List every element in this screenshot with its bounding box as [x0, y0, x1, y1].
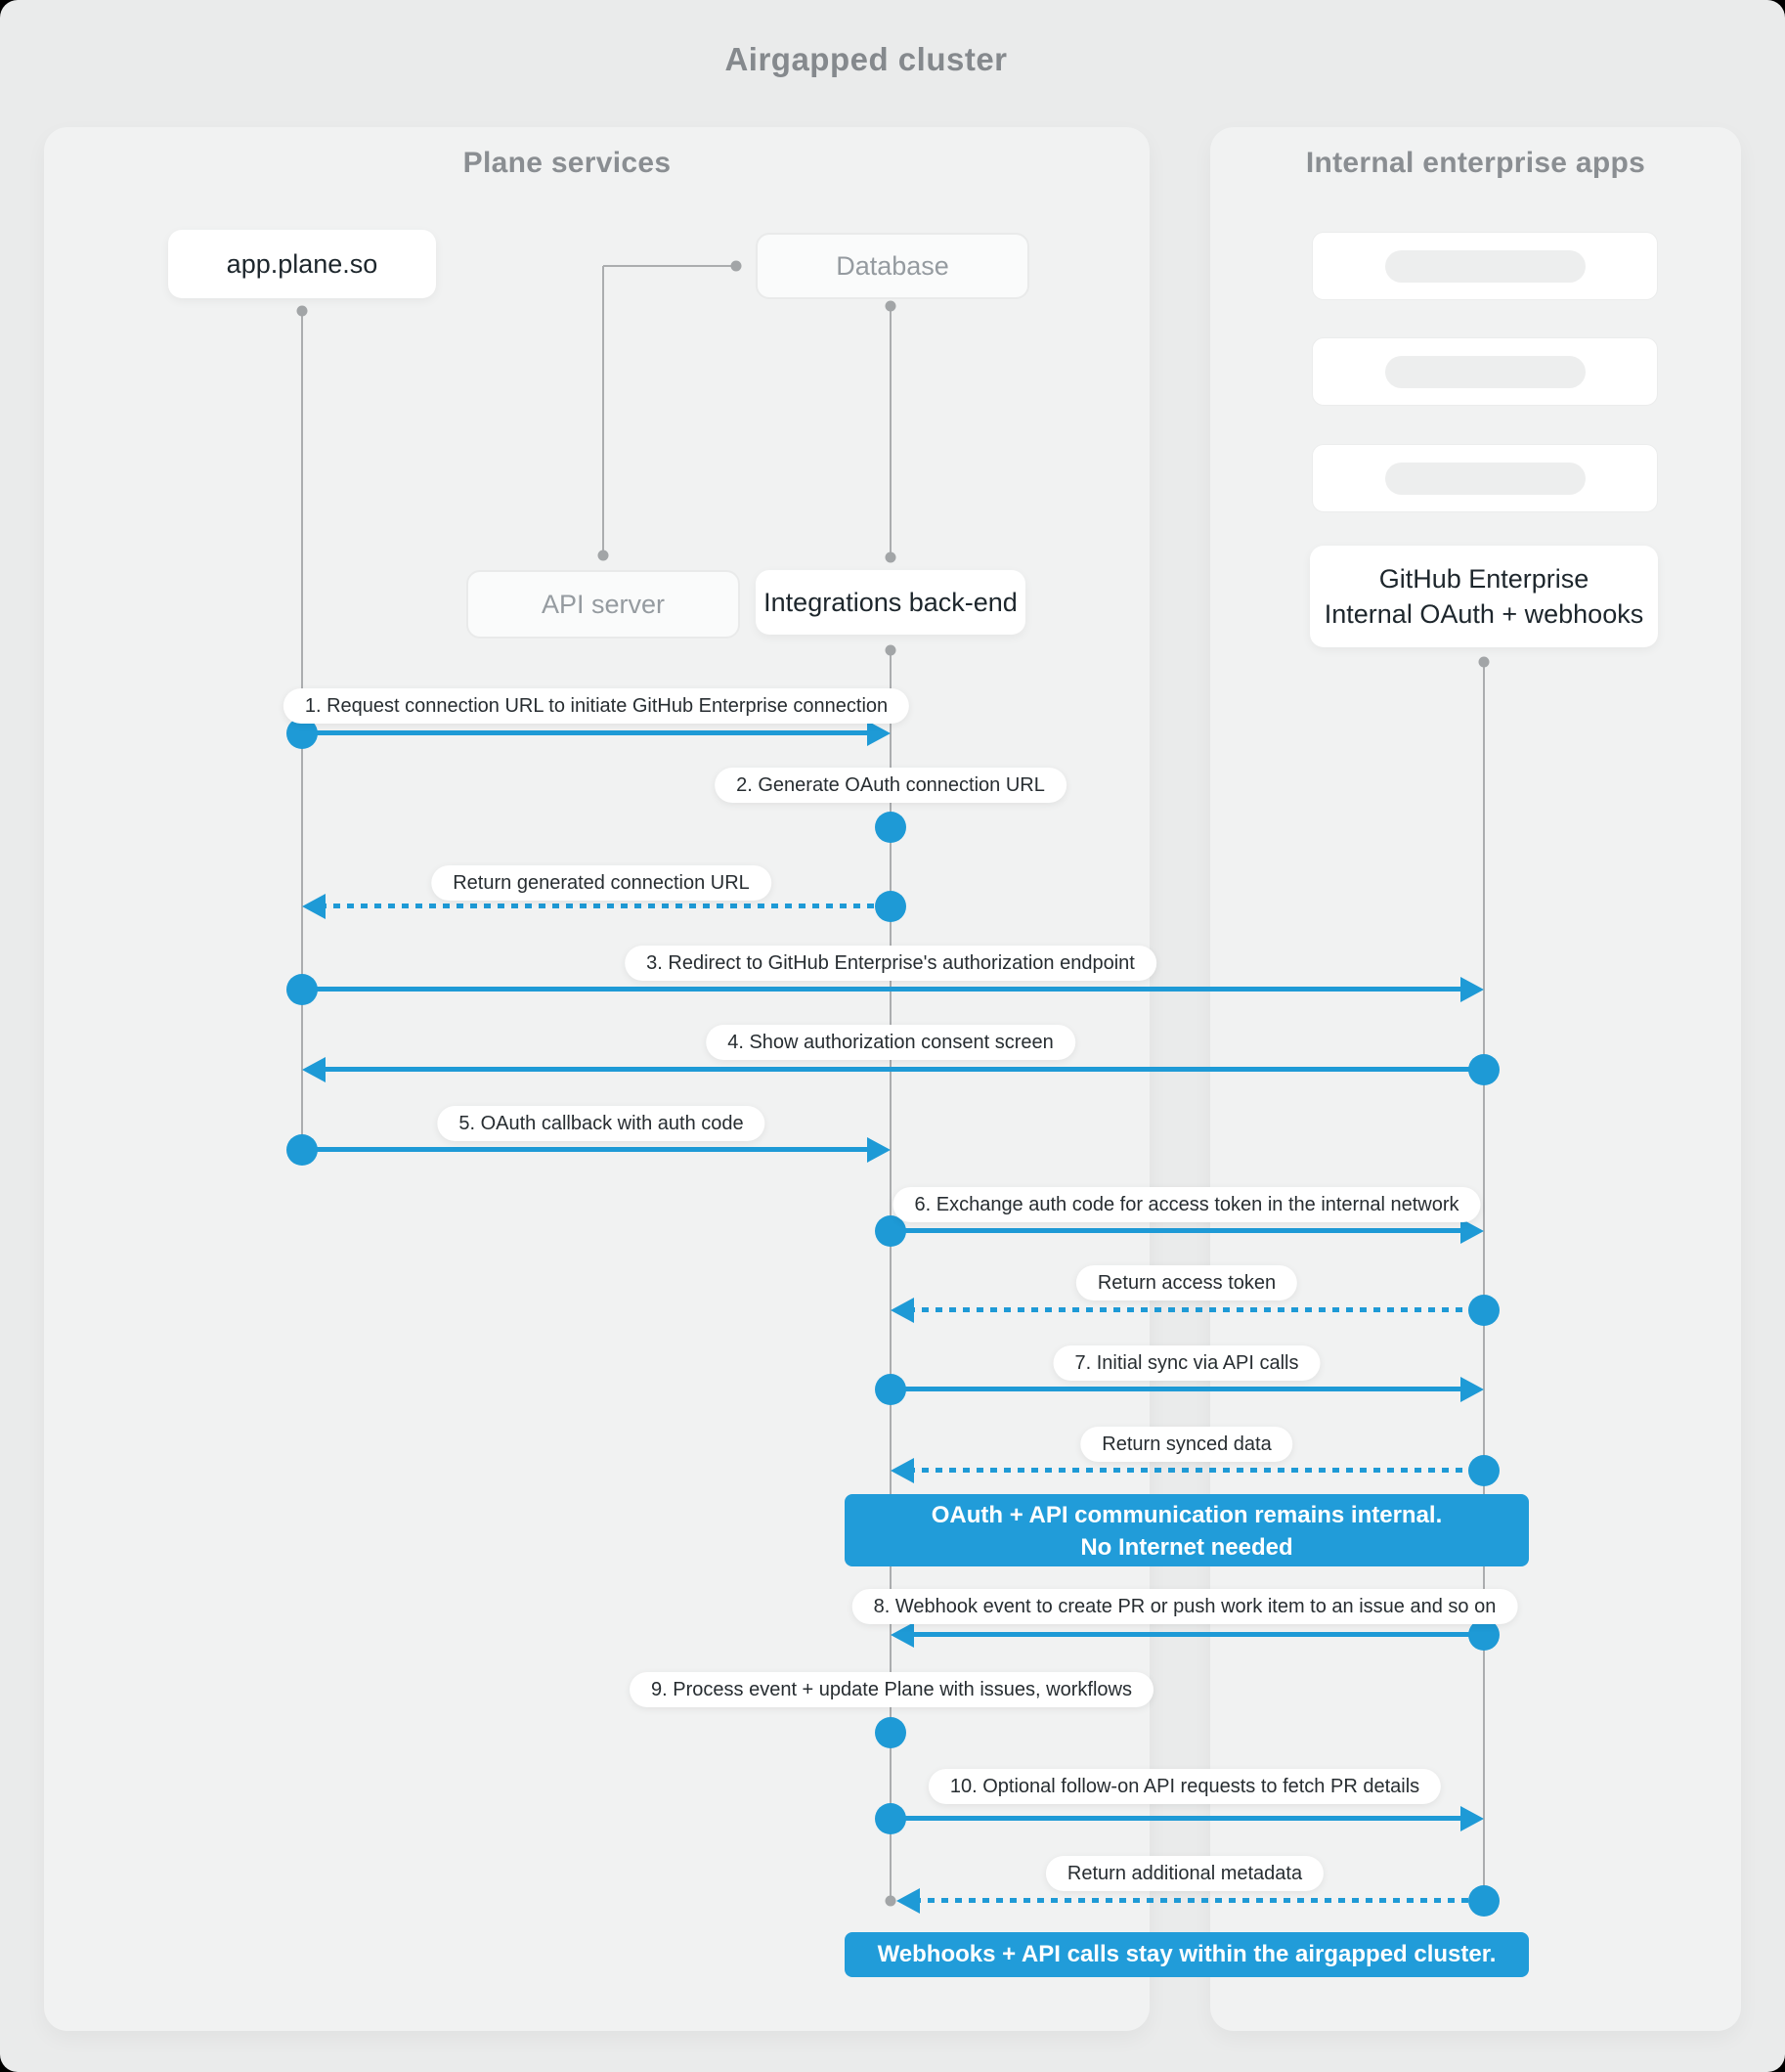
message-label-pill: Return generated connection URL	[431, 865, 771, 901]
message-label-pill: Return additional metadata	[1045, 1856, 1325, 1891]
placeholder-app-card	[1312, 337, 1658, 406]
message-arrow	[891, 1377, 1484, 1402]
plane-services-panel	[44, 127, 1150, 2031]
message-label-pill: 5. OAuth callback with auth code	[437, 1106, 765, 1141]
arrow-shaft	[891, 1387, 1466, 1391]
placeholder-text-bar	[1384, 355, 1586, 388]
message-arrow	[896, 1888, 1484, 1914]
message-label-pill: 10. Optional follow-on API requests to f…	[928, 1769, 1442, 1804]
event-dot	[875, 812, 906, 843]
arrow-shaft	[320, 1067, 1484, 1072]
event-dot	[875, 1717, 906, 1748]
page-title: Airgapped cluster	[724, 41, 1008, 77]
message-label-pill: 7. Initial sync via API calls	[1053, 1345, 1321, 1381]
arrow-shaft	[908, 1632, 1484, 1637]
arrowhead-left-icon	[896, 1888, 920, 1914]
event-dot	[1468, 1295, 1500, 1326]
lifeline-integrations	[890, 649, 892, 1901]
event-dot	[1468, 1619, 1500, 1651]
banner-line1: OAuth + API communication remains intern…	[931, 1502, 1443, 1528]
event-dot	[875, 891, 906, 922]
lifeline-github	[1483, 661, 1485, 1901]
message-label-pill: 9. Process event + update Plane with iss…	[630, 1672, 1154, 1707]
arrowhead-left-icon	[891, 1298, 914, 1323]
github-node-line1: GitHub Enterprise	[1378, 564, 1589, 594]
arrowhead-right-icon	[1460, 1218, 1484, 1244]
message-label-pill: 1. Request connection URL to initiate Gi…	[283, 688, 910, 724]
event-dot	[286, 974, 318, 1005]
lifeline-dot	[885, 300, 896, 312]
lifeline-dot	[1478, 656, 1490, 668]
message-label-pill: 6. Exchange auth code for access token i…	[892, 1187, 1481, 1222]
node-app-plane-so: app.plane.so	[168, 230, 436, 298]
message-arrow	[302, 1057, 1484, 1082]
arrowhead-right-icon	[1460, 1377, 1484, 1402]
lifeline-dot	[885, 551, 896, 563]
arrowhead-right-icon	[1460, 977, 1484, 1002]
internal-apps-title: Internal enterprise apps	[1305, 147, 1646, 179]
internal-communication-banner: OAuth + API communication remains intern…	[845, 1494, 1529, 1566]
arrowhead-left-icon	[302, 1057, 326, 1082]
event-dot	[875, 1803, 906, 1834]
arrow-shaft	[891, 1816, 1466, 1821]
banner-line2: No Internet needed	[1080, 1534, 1293, 1561]
lifeline-dot	[730, 260, 742, 272]
lifeline-dot	[885, 1895, 896, 1907]
placeholder-text-bar	[1384, 462, 1586, 495]
event-dot	[875, 1215, 906, 1247]
node-integrations-backend: Integrations back-end	[756, 570, 1025, 635]
message-label-pill: Return synced data	[1080, 1427, 1293, 1462]
message-arrow	[891, 1622, 1484, 1648]
message-arrow	[302, 721, 891, 746]
arrow-shaft	[908, 1468, 1484, 1473]
event-dot	[1468, 1455, 1500, 1486]
event-dot	[1468, 1885, 1500, 1917]
banner-line1: Webhooks + API calls stay within the air…	[877, 1941, 1497, 1967]
lifeline-dot	[885, 644, 896, 656]
github-node-line2: Internal OAuth + webhooks	[1324, 599, 1644, 629]
event-dot	[1468, 1054, 1500, 1085]
message-arrow	[302, 977, 1484, 1002]
message-arrow	[891, 1218, 1484, 1244]
arrowhead-left-icon	[302, 894, 326, 919]
node-github-enterprise: GitHub Enterprise Internal OAuth + webho…	[1310, 546, 1658, 647]
placeholder-app-card	[1312, 444, 1658, 512]
arrow-shaft	[914, 1898, 1484, 1903]
lifeline-dot	[296, 305, 308, 317]
arrowhead-right-icon	[867, 1137, 891, 1163]
message-arrow	[891, 1806, 1484, 1831]
connector-database-integrations	[890, 305, 892, 557]
message-arrow	[891, 1298, 1484, 1323]
lifeline-dot	[597, 550, 609, 561]
arrowhead-right-icon	[867, 721, 891, 746]
message-label-pill: 2. Generate OAuth connection URL	[715, 768, 1067, 803]
arrow-shaft	[302, 730, 873, 735]
event-dot	[286, 1134, 318, 1166]
arrowhead-left-icon	[891, 1622, 914, 1648]
message-label-pill: 8. Webhook event to create PR or push wo…	[851, 1589, 1518, 1624]
placeholder-app-card	[1312, 232, 1658, 300]
placeholder-text-bar	[1384, 249, 1586, 283]
message-label-pill: Return access token	[1075, 1265, 1298, 1301]
node-database: Database	[756, 233, 1029, 299]
arrow-shaft	[891, 1228, 1466, 1233]
airgapped-cluster-banner: Webhooks + API calls stay within the air…	[845, 1932, 1529, 1977]
event-dot	[875, 1374, 906, 1405]
arrowhead-right-icon	[1460, 1806, 1484, 1831]
message-label-pill: 3. Redirect to GitHub Enterprise's autho…	[625, 946, 1156, 981]
message-arrow	[302, 894, 891, 919]
arrow-shaft	[320, 904, 891, 908]
arrow-shaft	[302, 987, 1466, 992]
arrowhead-left-icon	[891, 1458, 914, 1483]
node-api-server: API server	[466, 570, 740, 639]
connector-api-server-horizontal	[603, 265, 736, 267]
arrow-shaft	[908, 1307, 1484, 1312]
arrow-shaft	[302, 1147, 873, 1152]
plane-services-title: Plane services	[462, 147, 672, 179]
message-label-pill: 4. Show authorization consent screen	[706, 1025, 1075, 1060]
message-arrow	[302, 1137, 891, 1163]
message-arrow	[891, 1458, 1484, 1483]
connector-api-server-vertical	[602, 266, 604, 555]
